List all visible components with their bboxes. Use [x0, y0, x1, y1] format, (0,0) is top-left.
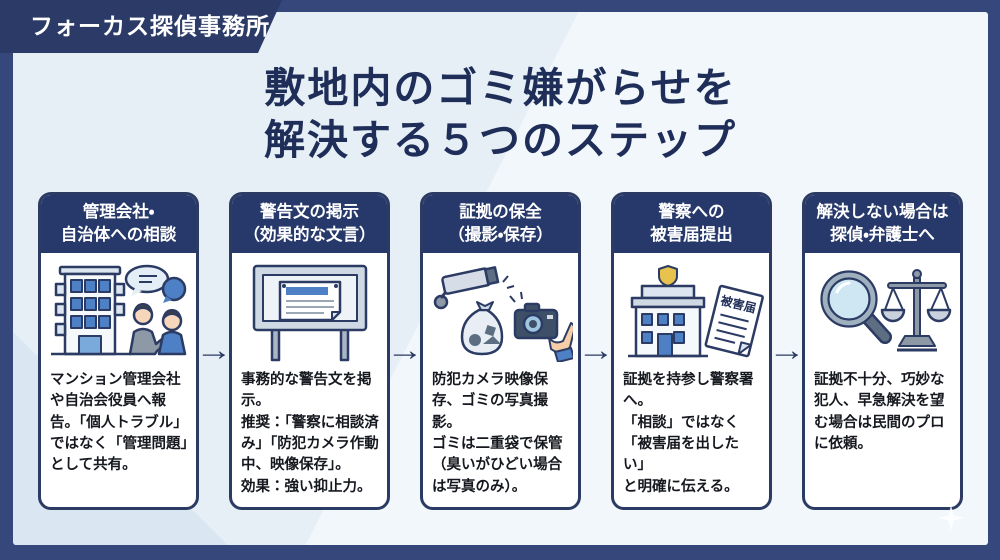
step-card-3: 証拠の保全 （撮影・保存）	[420, 192, 581, 511]
page-title-line2: 解決する５つのステップ	[264, 117, 737, 164]
step-4-description: 証拠を持参し警察署へ。 「相談」ではなく 「被害届を出したい」 と明確に伝える。	[623, 371, 754, 495]
cctv-garbage-camera-icon	[423, 252, 578, 365]
step-5-header: 解決しない場合は 探偵・弁護士へ	[805, 195, 960, 253]
page-title-line1: 敷地内のゴミ嫌がらせを	[264, 65, 737, 111]
notice-board-icon	[232, 252, 387, 365]
arrow-4: →	[768, 192, 806, 510]
arrow-1: →	[195, 192, 233, 510]
step-2-header: 警告文の掲示 （効果的な文言）	[232, 195, 387, 253]
right-arrow-icon: →	[195, 334, 233, 368]
police-station-report-icon: 被害届	[614, 252, 769, 365]
right-arrow-icon: →	[577, 334, 615, 368]
steps-row: 管理会社・ 自治体への相談	[13, 192, 988, 511]
step-4-header: 警察への 被害届提出	[614, 195, 769, 253]
step-5-description: 証拠不十分、巧妙な犯人、早急解決を望む場合は民間のプロに依頼。	[814, 371, 945, 453]
content-panel: 敷地内のゴミ嫌がらせを 解決する５つのステップ 管理会社・ 自治体への相談	[13, 12, 988, 545]
step-1-header: 管理会社・ 自治体への相談	[41, 195, 196, 253]
right-arrow-icon: →	[768, 334, 806, 368]
step-3-header: 証拠の保全 （撮影・保存）	[423, 195, 578, 253]
step-card-5: 解決しない場合は 探偵・弁護士へ	[802, 192, 963, 511]
step-card-4: 警察への 被害届提出	[611, 192, 772, 511]
step-1-description: マンション管理会社や自治会役員へ報告。「個人トラブル」ではなく「管理問題」として…	[50, 371, 188, 474]
step-3-description: 防犯カメラ映像保存、ゴミの写真撮影。 ゴミは二重袋で保管（臭いがひどい場合は写真…	[432, 371, 563, 495]
step-card-1: 管理会社・ 自治体への相談	[38, 192, 199, 511]
step-2-description: 事務的な警告文を掲示。 推奨：「警察に相談済み」「防犯カメラ作動中、映像保存」。…	[241, 371, 379, 495]
magnifier-scales-icon	[805, 252, 960, 365]
right-arrow-icon: →	[386, 334, 424, 368]
arrow-2: →	[386, 192, 424, 510]
step-card-2: 警告文の掲示 （効果的な文言）	[229, 192, 390, 511]
page-title: 敷地内のゴミ嫌がらせを 解決する５つのステップ	[13, 62, 988, 166]
arrow-3: →	[577, 192, 615, 510]
building-people-consultation-icon	[41, 252, 196, 365]
brand-badge: フォーカス探偵事務所	[0, 0, 282, 53]
brand-badge-label: フォーカス探偵事務所	[30, 13, 270, 39]
